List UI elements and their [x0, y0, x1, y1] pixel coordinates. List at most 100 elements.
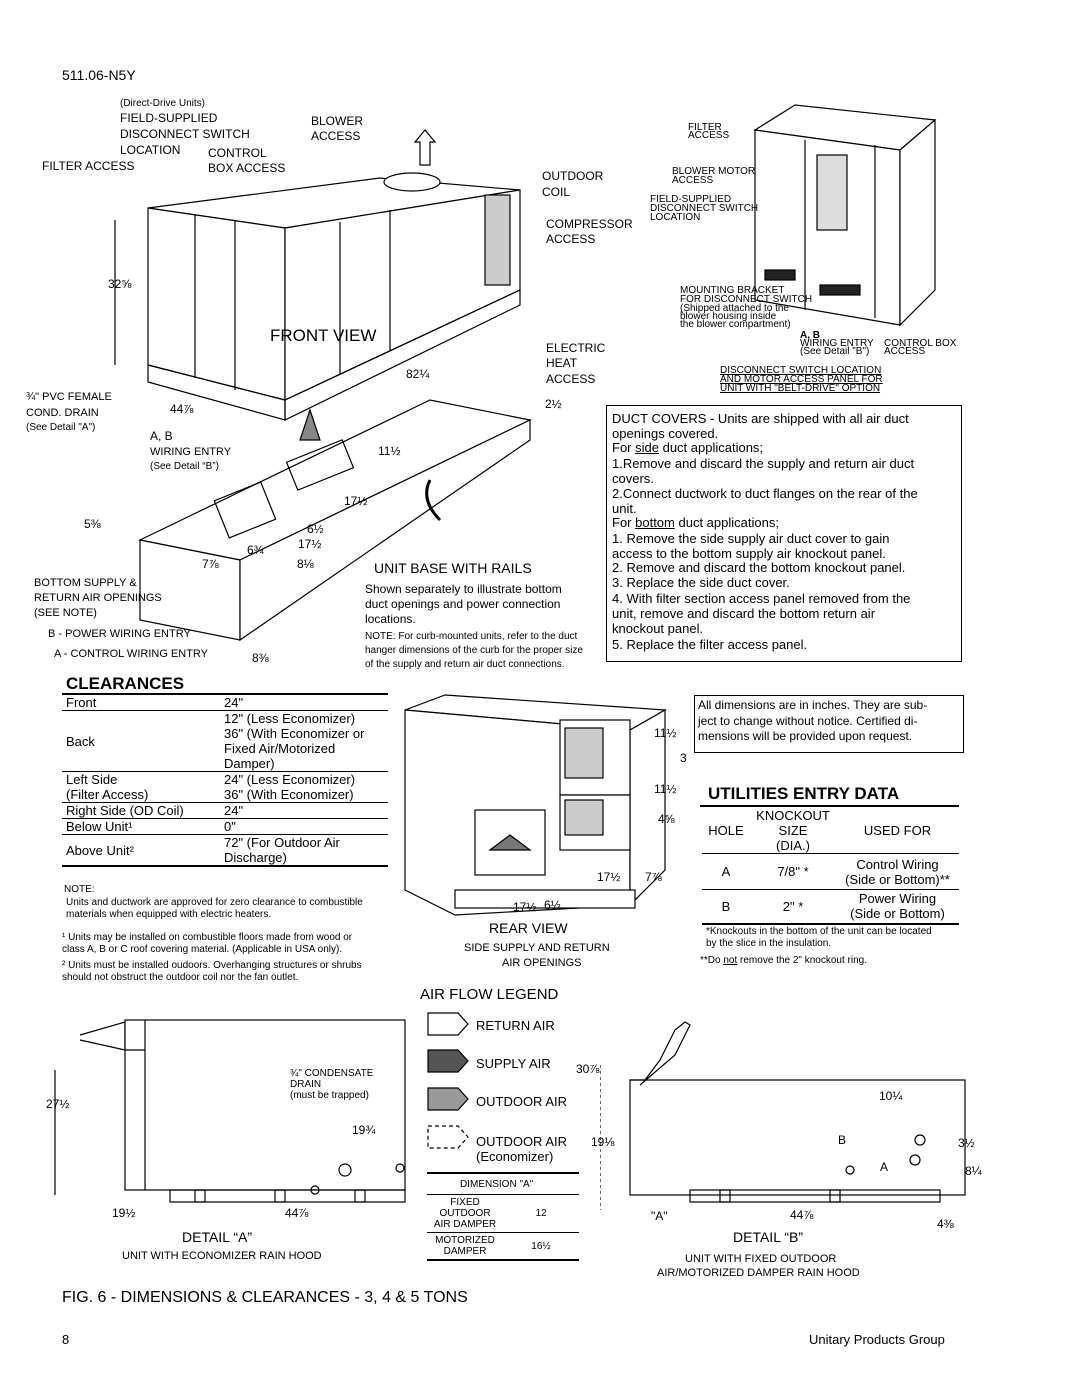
clr-value: 72" (For Outdoor Air Discharge) [220, 834, 388, 866]
util-hole: A [721, 864, 731, 879]
util-used: Control Wiring (Side or Bottom)** [845, 856, 950, 887]
dim-17-1-2a: 17½ [344, 494, 368, 508]
clearances-note-title: NOTE: [64, 884, 95, 895]
detail-b-sub-1: UNIT WITH FIXED OUTDOOR [685, 1253, 837, 1265]
dim-32-5-8: 32⅝ [108, 277, 132, 291]
front-view-title: FRONT VIEW [270, 326, 377, 345]
detail-b-dim-c: 19⅛ [591, 1135, 615, 1149]
duct-bottom-heading: For bottom duct applications; [612, 515, 779, 530]
rear-view-drawing [404, 694, 668, 916]
rear-label-shipped: (Shipped attached to the [680, 303, 789, 314]
duct-covers-intro: DUCT COVERS - Units are shipped with all… [612, 411, 909, 441]
clearances-footnote-2: ² Units must be installed oudoors. Overh… [62, 960, 362, 983]
legend-outdoor-air: OUTDOOR AIR [476, 1094, 568, 1109]
rear-label-see-detail-b: (See Detail "B") [800, 346, 870, 357]
dimension-notice: All dimensions are in inches. They are s… [698, 698, 928, 743]
rear-view-sub-1: SIDE SUPPLY AND RETURN [464, 942, 610, 954]
util-header-hole: HOLE [708, 823, 744, 838]
label-box-access: BOX ACCESS [208, 161, 286, 175]
label-cond-drain: COND. DRAIN [26, 407, 99, 419]
label-compressor: COMPRESSOR [546, 217, 633, 231]
label-pvc: ¾" PVC FEMALE [26, 391, 112, 403]
label-filter-access: FILTER ACCESS [42, 159, 135, 173]
duct-side-step-2: 2.Connect ductwork to duct flanges on th… [612, 486, 918, 516]
unit-base-title: UNIT BASE WITH RAILS [374, 560, 532, 576]
label-bottom-supply: BOTTOM SUPPLY & [34, 577, 137, 589]
label-coil: COIL [542, 185, 571, 199]
detail-b-dim-d: 3½ [958, 1136, 975, 1150]
clr-label: Right Side (OD Coil) [62, 802, 220, 819]
util-size: 2" * [782, 898, 804, 914]
rear-dim-b: 3 [680, 751, 687, 765]
label-field-supplied: FIELD-SUPPLIED [120, 111, 218, 125]
rear-label-ab: A, B [800, 330, 820, 341]
detail-a-condensate: ¾" CONDENSATE DRAIN (must be trapped) [290, 1068, 374, 1101]
detail-a-sub: UNIT WITH ECONOMIZER RAIN HOOD [122, 1250, 322, 1262]
label-return-air-openings: RETURN AIR OPENINGS [34, 592, 162, 604]
label-see-detail-b: (See Detail “B”) [150, 461, 219, 472]
label-location: LOCATION [120, 143, 181, 157]
label-wiring-entry: WIRING ENTRY [150, 446, 232, 458]
dimension-notice-box [694, 695, 964, 753]
util-size: 7/8" * [777, 864, 809, 879]
unit-base-note: NOTE: For curb-mounted units, refer to t… [365, 631, 583, 670]
dim-6-3-4: 6¾ [247, 543, 264, 557]
document-id: 511.06-N5Y [62, 67, 136, 83]
dim-8-1-8: 8⅛ [297, 557, 314, 571]
detail-a-title: DETAIL “A” [182, 1229, 253, 1245]
label-direct-drive: (Direct-Drive Units) [120, 98, 205, 109]
dim-2-1-2: 2½ [545, 397, 562, 411]
detail-b-dim-e: 8¼ [965, 1164, 982, 1178]
rear-label-disconnect-switch: DISCONNECT SWITCH [650, 203, 759, 214]
rear-unit-drawing [753, 104, 937, 327]
detail-b-dim-a: 30⅞ [576, 1062, 600, 1076]
detail-b-dim-b: 10¼ [879, 1089, 903, 1103]
footer-company: Unitary Products Group [809, 1332, 945, 1347]
detail-a-dim-d: 44⅞ [285, 1206, 309, 1220]
duct-bottom-step-5: 5. Replace the filter access panel. [612, 637, 808, 652]
rear-label-location: LOCATION [650, 212, 701, 223]
rear-dim-h: 6½ [544, 898, 561, 912]
util-header-used: USED FOR [863, 823, 932, 838]
rear-dim-g: 17½ [513, 900, 537, 914]
dim-11-1-2: 11½ [378, 444, 401, 458]
rear-label-for-disconnect: FOR DISCONNECT SWITCH [680, 294, 813, 305]
label-ab: A, B [150, 429, 173, 443]
dim-a-value: 12 [503, 1194, 579, 1233]
clr-value: 24" [220, 802, 388, 819]
dim-a-label: MOTORIZED DAMPER [427, 1232, 503, 1260]
dim-a-rule-top [427, 1172, 579, 1174]
clr-label: Back [62, 710, 220, 772]
util-header-size: KNOCKOUT SIZE (DIA.) [756, 808, 830, 853]
rear-label-field-supplied: FIELD-SUPPLIED [650, 194, 732, 205]
rear-label-blower-motor-access: ACCESS [672, 175, 714, 186]
util-hole: B [721, 898, 731, 914]
rear-label-control-box: CONTROL BOX [884, 338, 957, 349]
duct-side-step-1: 1.Remove and discard the supply and retu… [612, 456, 915, 486]
label-blower-access: ACCESS [311, 129, 361, 143]
label-see-note: (SEE NOTE) [34, 607, 97, 619]
air-flow-legend-icons [427, 1012, 469, 1149]
rear-disc-line1: DISCONNECT SWITCH LOCATION [720, 365, 882, 376]
page-number: 8 [62, 1332, 70, 1347]
detail-b-dim-g: 44⅞ [790, 1208, 814, 1222]
rear-dim-d: 4⅝ [658, 812, 675, 826]
duct-bottom-step-3: 3. Replace the side duct cover. [612, 575, 790, 590]
rear-label-control-box-access: ACCESS [884, 346, 926, 357]
utilities-rule-top [700, 805, 959, 807]
legend-outdoor-air-economizer: OUTDOOR AIR (Economizer) [476, 1134, 568, 1164]
clr-label: Front [66, 695, 97, 710]
detail-b-dim-h: 4⅜ [937, 1217, 954, 1231]
rear-disc-line3: UNIT WITH "BELT-DRIVE" OPTION [720, 383, 881, 394]
outdoor-air-economizer-icon [427, 1125, 469, 1149]
clr-value: 24" [224, 695, 244, 710]
clr-label: Below Unit¹ [62, 818, 220, 835]
clr-value: 0" [220, 818, 388, 835]
label-outdoor: OUTDOOR [542, 169, 604, 183]
dim-6-1-2: 6½ [307, 522, 324, 536]
rear-view-sub-2: AIR OPENINGS [502, 957, 582, 969]
rear-dim-f: 7⅞ [645, 870, 662, 884]
detail-b-drawing [600, 1021, 966, 1210]
clr-label: Left Side (Filter Access) [62, 771, 220, 803]
air-flow-legend-title: AIR FLOW LEGEND [420, 986, 559, 1003]
